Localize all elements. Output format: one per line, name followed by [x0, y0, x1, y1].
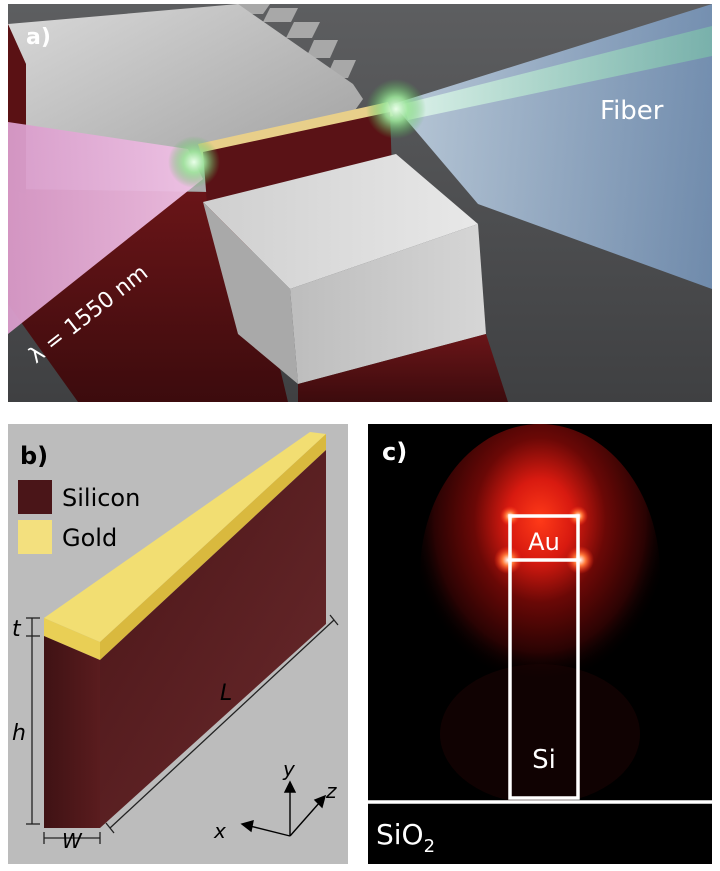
- silicon-front-face: [44, 636, 100, 828]
- axis-y: y: [282, 757, 296, 781]
- panel-a-label: a): [26, 25, 51, 50]
- panel-a-3d-scene: a) Fiber λ = 1550 nm: [8, 4, 712, 402]
- axis-x: x: [213, 819, 226, 843]
- legend-gold: Gold: [62, 524, 117, 552]
- dim-h: h: [12, 721, 26, 746]
- silicon-label: Si: [532, 745, 556, 775]
- gold-front-face: [44, 618, 100, 660]
- gold-label: Au: [528, 528, 560, 556]
- silicon-side-face: [100, 450, 326, 828]
- dim-t: t: [12, 617, 22, 642]
- silicon-swatch: [18, 480, 52, 514]
- substrate-label: SiO2: [376, 818, 435, 857]
- fiber-label: Fiber: [600, 96, 664, 126]
- gold-swatch: [18, 520, 52, 554]
- axis-z: z: [325, 779, 337, 803]
- silicon-outline: [508, 560, 580, 800]
- gold-top-face: [44, 432, 326, 642]
- gold-outline: [508, 514, 580, 562]
- dim-L: L: [220, 681, 232, 706]
- panel-c-field-profile: Au Si SiO2 c): [368, 424, 712, 864]
- panel-b-waveguide-geometry: b) Silicon Gold t h L W: [8, 424, 348, 864]
- dim-W: W: [62, 829, 83, 853]
- gold-side-face: [100, 434, 326, 660]
- field-intensity: [420, 424, 660, 724]
- panel-b-label: b): [20, 442, 48, 470]
- legend-silicon: Silicon: [62, 484, 140, 512]
- panel-c-label: c): [382, 438, 407, 466]
